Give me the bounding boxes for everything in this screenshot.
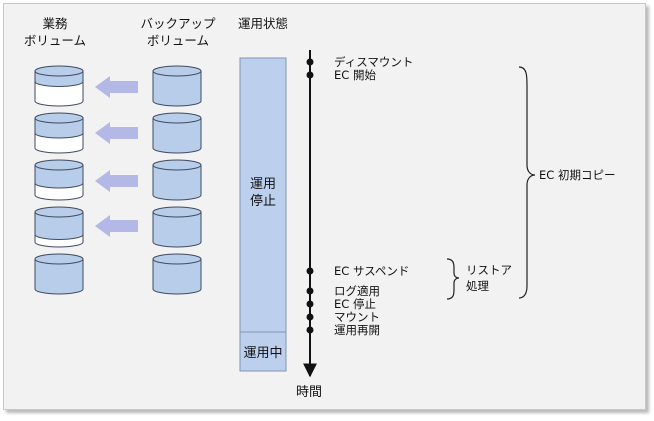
backup-volume xyxy=(152,65,202,107)
copy-arrow xyxy=(95,170,138,192)
event-ec-stop: EC 停止 xyxy=(334,297,376,311)
diagram-frame xyxy=(3,3,646,410)
status-running: 運用中 xyxy=(243,346,282,361)
business-volume-header-line2: ボリューム xyxy=(24,33,86,48)
event-dot xyxy=(306,300,314,308)
backup-volumes xyxy=(152,65,202,295)
event-dismount: ディスマウント xyxy=(334,55,413,69)
initial-copy-label: EC 初期コピー xyxy=(539,168,615,182)
event-ec-suspend: EC サスペンド xyxy=(334,264,409,278)
backup-volume-header-line2: ボリューム xyxy=(147,33,209,48)
business-volume xyxy=(34,253,84,295)
event-log-apply: ログ適用 xyxy=(334,284,380,298)
business-volume xyxy=(34,65,84,107)
copy-arrow xyxy=(95,215,138,237)
event-mount: マウント xyxy=(334,310,380,324)
event-resume-operation: 運用再開 xyxy=(334,323,380,337)
backup-volume xyxy=(152,112,202,154)
business-volume xyxy=(34,206,84,248)
event-dot xyxy=(306,58,314,66)
backup-volume-header-line1: バックアップ xyxy=(140,16,216,31)
status-stopped-line1: 運用 xyxy=(250,177,276,192)
backup-volume xyxy=(152,253,202,295)
status-header: 運用状態 xyxy=(238,16,288,31)
event-dot xyxy=(306,287,314,295)
status-bar xyxy=(239,57,287,372)
event-dot xyxy=(306,326,314,334)
restore-label-line2: 処理 xyxy=(466,279,489,293)
initial-copy-bracket xyxy=(518,66,536,299)
event-ec-start: EC 開始 xyxy=(334,68,376,82)
backup-volume xyxy=(152,206,202,248)
copy-arrows xyxy=(95,76,138,237)
restore-bracket xyxy=(446,258,460,300)
business-volume xyxy=(34,159,84,201)
copy-arrow xyxy=(95,122,138,144)
business-volume-header-line1: 業務 xyxy=(42,16,68,31)
event-dot xyxy=(306,267,314,275)
business-volumes xyxy=(34,65,84,295)
backup-volume xyxy=(152,159,202,201)
copy-arrow xyxy=(95,76,138,98)
business-volume xyxy=(34,112,84,154)
timeline-axis-label: 時間 xyxy=(296,385,322,400)
event-dot xyxy=(306,313,314,321)
status-stopped-line2: 停止 xyxy=(250,193,276,209)
restore-label-line1: リストア xyxy=(466,263,512,277)
event-dot xyxy=(306,71,314,79)
